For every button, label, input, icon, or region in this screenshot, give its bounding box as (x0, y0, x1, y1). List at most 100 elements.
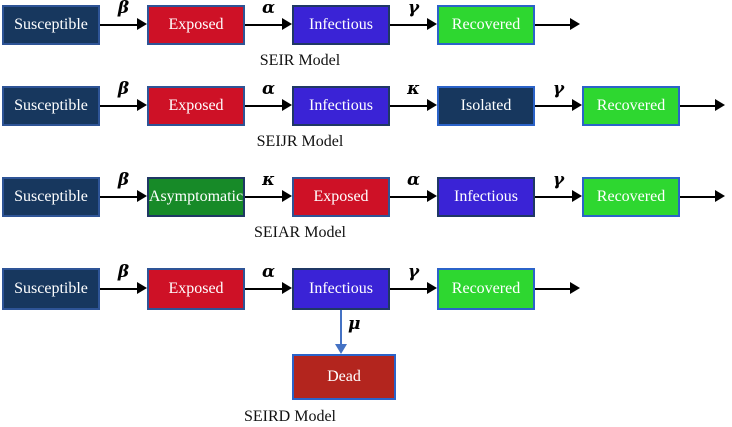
arrow-gamma: γ (390, 262, 437, 309)
rate-kappa-label: κ (407, 79, 420, 99)
arrow-line (100, 196, 138, 198)
rate-alpha-label: α (261, 79, 276, 99)
arrowhead-icon (427, 190, 437, 202)
model-title-seijr: SEIJR Model (256, 133, 344, 150)
arrow-beta: β (100, 0, 147, 45)
arrow-line (535, 105, 573, 107)
arrow-line (100, 288, 138, 290)
node-infectious: Infectious (437, 177, 535, 217)
arrowhead-icon (570, 282, 580, 294)
arrow-line (245, 105, 283, 107)
node-exposed: Exposed (147, 86, 245, 126)
arrow-line (390, 105, 428, 107)
arrowhead-icon (570, 18, 580, 30)
seird-chain: Susceptible β Exposed α Infectious γ Rec… (2, 262, 580, 310)
arrow-line (390, 288, 428, 290)
arrowhead-icon (137, 282, 147, 294)
node-exposed: Exposed (292, 177, 390, 217)
seijr-chain: Susceptible β Exposed α Infectious κ Iso… (2, 79, 725, 126)
rate-beta-label: β (117, 262, 130, 282)
node-recovered: Recovered (437, 5, 535, 45)
arrow-line (390, 196, 428, 198)
arrowhead-icon (282, 190, 292, 202)
arrowhead-icon (715, 99, 725, 111)
seijr-model-diagram: Susceptible β Exposed α Infectious κ Iso… (0, 79, 725, 150)
arrow-beta: β (100, 262, 147, 309)
node-recovered: Recovered (582, 177, 680, 217)
arrow-line (245, 196, 283, 198)
node-infectious: Infectious (292, 86, 390, 126)
seiar-model-diagram: Susceptible β Asymptomatic κ Exposed α I… (0, 170, 725, 241)
node-isolated: Isolated (437, 86, 535, 126)
arrow-line (680, 196, 716, 198)
arrowhead-down-icon (335, 344, 347, 354)
arrow-line (100, 105, 138, 107)
seird-model-diagram: Susceptible β Exposed α Infectious γ Rec… (0, 262, 580, 427)
rate-alpha-label: α (406, 170, 421, 190)
arrow-line (340, 310, 342, 345)
rate-mu-label: μ (348, 314, 361, 334)
model-title-seiar: SEIAR Model (254, 224, 346, 241)
arrow-line (245, 288, 283, 290)
rate-gamma-label: γ (552, 79, 565, 99)
arrow-line (535, 24, 571, 26)
node-dead: Dead (292, 354, 396, 400)
rate-gamma-label: γ (552, 170, 565, 190)
arrowhead-icon (427, 18, 437, 30)
arrow-beta: β (100, 170, 147, 217)
node-exposed: Exposed (147, 268, 245, 310)
arrow-alpha: α (245, 262, 292, 309)
arrow-beta: β (100, 79, 147, 126)
arrow-gamma: γ (535, 170, 582, 217)
node-exposed: Exposed (147, 5, 245, 45)
arrow-line (100, 24, 138, 26)
node-recovered: Recovered (437, 268, 535, 310)
node-susceptible: Susceptible (2, 268, 100, 310)
arrowhead-icon (282, 282, 292, 294)
arrowhead-icon (137, 190, 147, 202)
node-recovered: Recovered (582, 86, 680, 126)
node-asymptomatic: Asymptomatic (147, 177, 245, 217)
arrowhead-icon (282, 18, 292, 30)
node-infectious: Infectious (292, 268, 390, 310)
rate-beta-label: β (117, 170, 130, 190)
model-title-seird: SEIRD Model (244, 408, 336, 425)
arrow-alpha: α (390, 170, 437, 217)
seir-chain: Susceptible β Exposed α Infectious γ Rec… (2, 0, 580, 45)
arrowhead-icon (137, 18, 147, 30)
arrow-line (390, 24, 428, 26)
arrow-kappa: κ (245, 170, 292, 217)
rate-gamma-label: γ (407, 0, 420, 18)
seir-model-diagram: Susceptible β Exposed α Infectious γ Rec… (0, 0, 580, 69)
arrowhead-icon (137, 99, 147, 111)
arrowhead-icon (572, 190, 582, 202)
exit-arrow (535, 5, 580, 45)
arrow-line (245, 24, 283, 26)
rate-gamma-label: γ (407, 262, 420, 282)
arrow-mu-down: μ (330, 310, 370, 354)
model-title-seir: SEIR Model (259, 52, 341, 69)
arrow-gamma: γ (535, 79, 582, 126)
arrowhead-icon (572, 99, 582, 111)
seiar-chain: Susceptible β Asymptomatic κ Exposed α I… (2, 170, 725, 217)
arrowhead-icon (715, 190, 725, 202)
rate-alpha-label: α (261, 262, 276, 282)
arrowhead-icon (282, 99, 292, 111)
rate-beta-label: β (117, 79, 130, 99)
arrow-alpha: α (245, 0, 292, 45)
rate-beta-label: β (117, 0, 130, 18)
exit-arrow (680, 177, 725, 217)
arrow-line (680, 105, 716, 107)
arrow-kappa: κ (390, 79, 437, 126)
node-susceptible: Susceptible (2, 86, 100, 126)
arrow-line (535, 288, 571, 290)
exit-arrow (680, 86, 725, 126)
arrowhead-icon (427, 282, 437, 294)
rate-kappa-label: κ (262, 170, 275, 190)
rate-alpha-label: α (261, 0, 276, 18)
arrowhead-icon (427, 99, 437, 111)
arrow-gamma: γ (390, 0, 437, 45)
arrow-alpha: α (245, 79, 292, 126)
node-infectious: Infectious (292, 5, 390, 45)
